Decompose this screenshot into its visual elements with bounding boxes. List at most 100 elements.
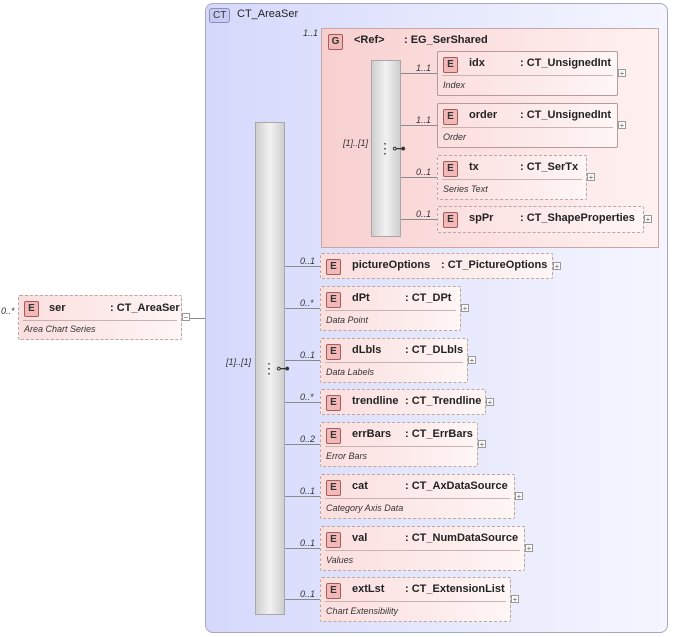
element-name: cat [352, 480, 368, 492]
element-name: extLst [352, 583, 385, 595]
element-name: dLbls [352, 344, 382, 356]
expand-button[interactable]: + [461, 304, 469, 313]
element-pictureOptions[interactable]: E pictureOptions : CT_PictureOptions [320, 253, 553, 279]
element-badge: E [24, 301, 39, 317]
element-type: : CT_SerTx [520, 161, 579, 173]
element-errBars[interactable]: E errBars : CT_ErrBars Error Bars [320, 422, 478, 467]
group-type: : EG_SerShared [404, 34, 488, 46]
element-badge: E [326, 532, 341, 548]
element-name: pictureOptions [352, 259, 431, 271]
element-doc: Category Axis Data [326, 503, 404, 513]
element-multiplicity: 0..* [300, 392, 314, 402]
element-name: idx [469, 57, 485, 69]
group-child-multiplicity: 0..1 [416, 209, 432, 219]
group-branch-line [401, 177, 437, 178]
element-badge: E [326, 428, 341, 444]
root-element-type: : CT_AreaSer [110, 302, 180, 314]
element-type: : CT_UnsignedInt [520, 57, 612, 69]
element-doc: Order [443, 132, 467, 142]
element-badge: E [326, 344, 341, 360]
element-spPr[interactable]: E spPr : CT_ShapeProperties [437, 206, 644, 233]
element-type: : CT_UnsignedInt [520, 109, 612, 121]
group-branch-line [401, 125, 437, 126]
group-child-multiplicity: 1..1 [416, 115, 432, 125]
group-multiplicity: 1..1 [303, 28, 319, 38]
element-multiplicity: 0..1 [300, 538, 316, 548]
expand-button[interactable]: + [478, 440, 486, 449]
element-doc: Data Point [326, 315, 369, 325]
element-cat[interactable]: E cat : CT_AxDataSource Category Axis Da… [320, 474, 515, 519]
expand-button[interactable]: + [525, 544, 533, 553]
element-doc: Series Text [443, 184, 488, 194]
root-element-ser[interactable]: E ser : CT_AreaSer Area Chart Series [18, 295, 182, 340]
element-name: spPr [469, 212, 494, 224]
element-multiplicity: 0..* [300, 298, 314, 308]
expand-button[interactable]: + [644, 215, 652, 224]
complex-type-title: CT_AreaSer [237, 8, 299, 20]
collapse-button[interactable]: − [182, 313, 190, 322]
element-trendline[interactable]: E trendline : CT_Trendline [320, 389, 486, 415]
complex-type-badge: CT [209, 8, 231, 23]
group-sequence-icon: ⋮⊶ [378, 140, 406, 156]
element-doc: Data Labels [326, 367, 375, 377]
element-multiplicity: 0..2 [300, 434, 316, 444]
expand-button[interactable]: + [618, 121, 626, 130]
expand-button[interactable]: + [553, 262, 561, 271]
expand-button[interactable]: + [468, 356, 476, 365]
sequence-icon: ⋮⊶ [262, 360, 290, 376]
expand-button[interactable]: + [587, 173, 595, 182]
root-multiplicity: 0..* [1, 306, 15, 316]
sequence-compositor: ⋮⊶ [255, 122, 290, 615]
element-multiplicity: 0..1 [300, 486, 316, 496]
element-type: : CT_ShapeProperties [520, 212, 635, 224]
element-name: dPt [352, 292, 370, 304]
group-child-multiplicity: 1..1 [416, 63, 432, 73]
element-badge: E [326, 259, 341, 275]
expand-button[interactable]: + [618, 69, 626, 78]
expand-button[interactable]: + [511, 595, 519, 604]
element-doc: Values [326, 555, 354, 565]
element-name: order [469, 109, 498, 121]
element-badge: E [443, 161, 458, 177]
branch-line [285, 496, 321, 497]
element-tx[interactable]: E tx : CT_SerTx Series Text [437, 155, 587, 200]
element-name: tx [469, 161, 479, 173]
sequence-multiplicity: [1]..[1] [226, 357, 252, 367]
element-multiplicity: 0..1 [300, 350, 316, 360]
group-badge: G [328, 34, 343, 50]
group-branch-line [401, 219, 437, 220]
group-sequence-compositor: ⋮⊶ [371, 60, 406, 237]
element-badge: E [443, 212, 458, 228]
element-multiplicity: 0..1 [300, 589, 316, 599]
element-doc: Index [443, 80, 466, 90]
element-extLst[interactable]: E extLst : CT_ExtensionList Chart Extens… [320, 577, 511, 622]
element-badge: E [443, 57, 458, 73]
group-ref-label: <Ref> [354, 34, 385, 46]
element-idx[interactable]: E idx : CT_UnsignedInt Index [437, 51, 618, 96]
element-order[interactable]: E order : CT_UnsignedInt Order [437, 103, 618, 148]
group-branch-line [401, 73, 437, 74]
element-dPt[interactable]: E dPt : CT_DPt Data Point [320, 286, 461, 331]
element-badge: E [326, 292, 341, 308]
root-element-name: ser [49, 302, 66, 314]
root-connector [190, 318, 206, 319]
group-child-multiplicity: 0..1 [416, 167, 432, 177]
element-type: : CT_NumDataSource [405, 532, 519, 544]
branch-line [285, 360, 321, 361]
root-element-doc: Area Chart Series [24, 324, 96, 334]
element-type: : CT_AxDataSource [405, 480, 508, 492]
expand-button[interactable]: + [515, 492, 523, 501]
element-doc: Error Bars [326, 451, 368, 461]
element-dLbls[interactable]: E dLbls : CT_DLbls Data Labels [320, 338, 468, 383]
group-sequence-multiplicity: [1]..[1] [343, 138, 369, 148]
element-type: : CT_DLbls [405, 344, 464, 356]
element-type: : CT_Trendline [405, 395, 482, 407]
element-val[interactable]: E val : CT_NumDataSource Values [320, 526, 525, 571]
branch-line [285, 402, 321, 403]
expand-button[interactable]: + [486, 398, 494, 407]
element-name: errBars [352, 428, 392, 440]
element-badge: E [326, 583, 341, 599]
branch-line [285, 266, 321, 267]
element-type: : CT_ExtensionList [405, 583, 505, 595]
element-badge: E [326, 480, 341, 496]
